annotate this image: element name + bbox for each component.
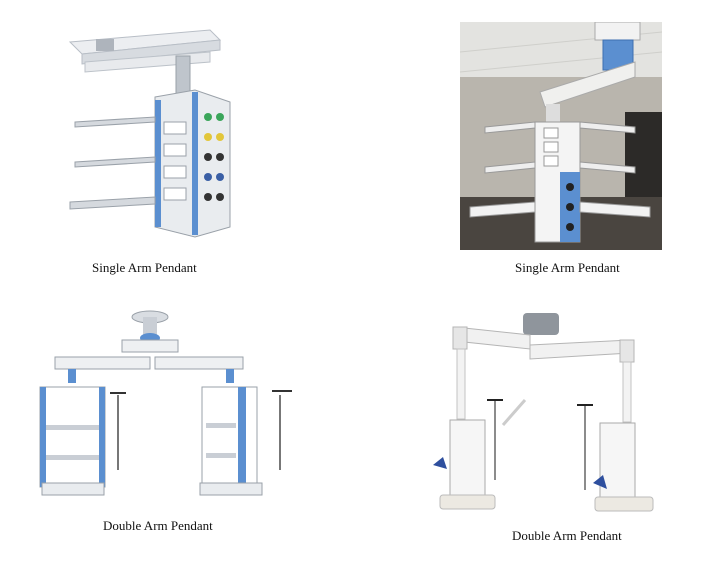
double-arm-pendant-image: [39, 310, 292, 496]
figure-single-arm-photo: [460, 22, 662, 250]
figure-single-arm-render: [60, 22, 240, 247]
single-arm-pendant-image: [68, 29, 231, 238]
caption-figure-2: Single Arm Pendant: [515, 260, 620, 275]
caption-figure-4: Double Arm Pendant: [512, 528, 622, 543]
double-arm-pendant-photo: [433, 313, 654, 512]
figure-double-arm-render: [30, 305, 310, 505]
caption-figure-3: Double Arm Pendant: [103, 518, 213, 533]
single-arm-pendant-photo: [460, 22, 662, 250]
caption-figure-1: Single Arm Pendant: [92, 260, 197, 275]
figure-double-arm-photo: [425, 305, 670, 523]
